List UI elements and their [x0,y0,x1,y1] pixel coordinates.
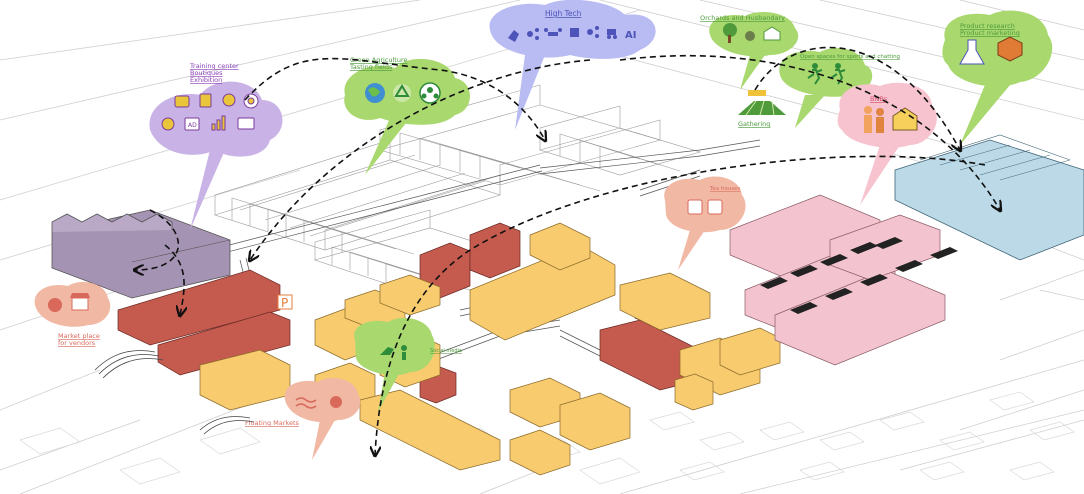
greenhouse-field-left [215,140,500,254]
tea-tray-icon [708,200,722,214]
field-icon [738,90,786,115]
teapot-icon [688,200,702,214]
svg-text:Exhibition: Exhibition [190,76,222,84]
globe-icon [365,83,385,103]
label-market-place: Market place for vendors [58,332,100,347]
certificate-icon [200,94,211,107]
label-gathering: Gathering [738,120,770,128]
money-bag-icon [330,396,342,408]
label-floating-markets: Floating Markets [245,419,300,427]
label-high-tech: High Tech [545,9,582,18]
ai-icon: AI [625,30,636,41]
svg-text:AD: AD [188,122,197,129]
label-open-spaces: Open spaces for sports and chatting [800,54,900,60]
green-agriculture-icons [365,83,440,103]
label-orchards: Orchards and Husbandary [700,14,785,22]
ad-icon: AD [185,118,199,130]
community-icon [420,83,440,103]
parking-sign: P [278,295,292,310]
svg-text:AI: AI [625,30,636,41]
parking-label: P [281,296,288,310]
money-bag-icon [48,298,62,312]
presentation-icon [238,118,254,129]
label-research: Product research Product marketing [960,22,1020,37]
label-tea-houses: Tea houses [709,186,741,192]
callout-high-tech [490,0,656,130]
handshake-icon [175,96,189,107]
target-icon [244,94,258,108]
svg-text:for vendors: for vendors [58,339,96,347]
svg-text:Product marketing: Product marketing [960,29,1020,37]
gathering-icon [738,90,786,115]
stall-icon [70,293,90,310]
chicken-icon [745,31,755,41]
circuit-icon [570,28,579,37]
label-social-media: Social media [430,348,462,354]
coin-icon [162,118,174,130]
lightbulb-icon [223,94,235,106]
recycle-icon [393,84,411,102]
label-training-center: Training center Boutiques Exhibition [189,62,239,84]
